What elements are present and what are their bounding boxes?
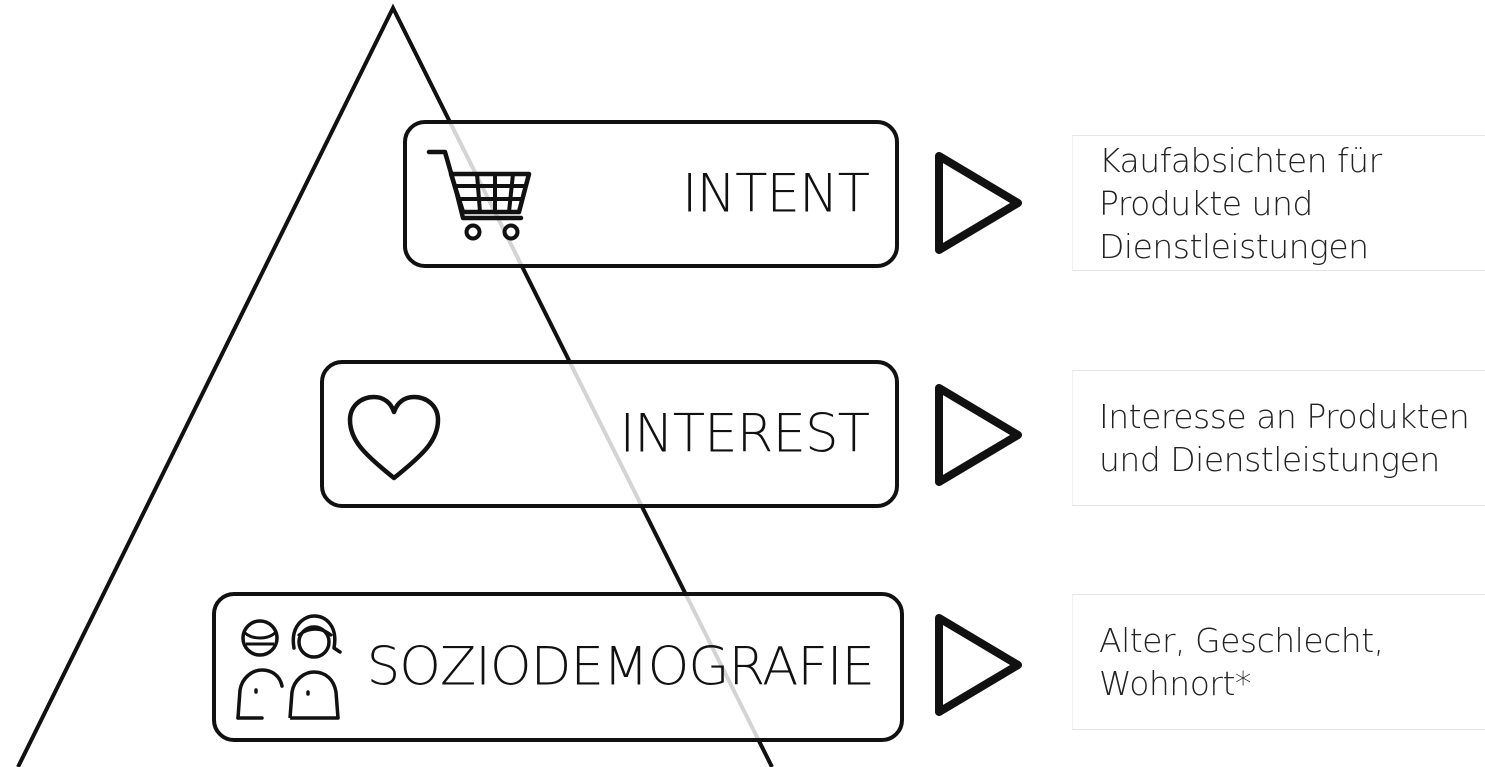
level-label-soziodemografie: SOZIODEMOGRAFIE xyxy=(366,636,875,698)
description-line: und Dienstleistungen xyxy=(1099,440,1440,479)
arrow-right-icon xyxy=(935,614,1022,716)
description-line: Alter, Geschlecht, xyxy=(1099,621,1384,660)
description-soziodemografie: Alter, Geschlecht, Wohnort* xyxy=(1099,619,1384,705)
level-box-intent: INTENT xyxy=(403,120,899,268)
arrow-right-icon xyxy=(935,384,1022,486)
description-intent: Kaufabsichten für Produkte und Dienstlei… xyxy=(1099,139,1382,268)
description-line: Wohnort* xyxy=(1099,664,1251,703)
heart-icon xyxy=(344,392,444,488)
level-label-interest: INTEREST xyxy=(619,403,870,465)
level-box-interest: INTEREST xyxy=(320,360,899,508)
description-line: Produkte und xyxy=(1099,183,1313,223)
shopping-cart-icon xyxy=(423,142,535,250)
level-label-intent: INTENT xyxy=(681,163,870,225)
people-icon xyxy=(228,612,348,732)
arrow-right-icon xyxy=(935,152,1022,254)
description-box-intent: Kaufabsichten für Produkte und Dienstlei… xyxy=(1072,135,1485,271)
level-box-soziodemografie: SOZIODEMOGRAFIE xyxy=(212,592,904,742)
description-line: Kaufabsichten für xyxy=(1099,140,1382,180)
description-line: Interesse an Produkten xyxy=(1099,397,1470,436)
description-interest: Interesse an Produkten und Dienstleistun… xyxy=(1099,395,1470,481)
description-box-soziodemografie: Alter, Geschlecht, Wohnort* xyxy=(1072,594,1485,730)
description-line: Dienstleistungen xyxy=(1099,226,1369,266)
description-box-interest: Interesse an Produkten und Dienstleistun… xyxy=(1072,370,1485,506)
